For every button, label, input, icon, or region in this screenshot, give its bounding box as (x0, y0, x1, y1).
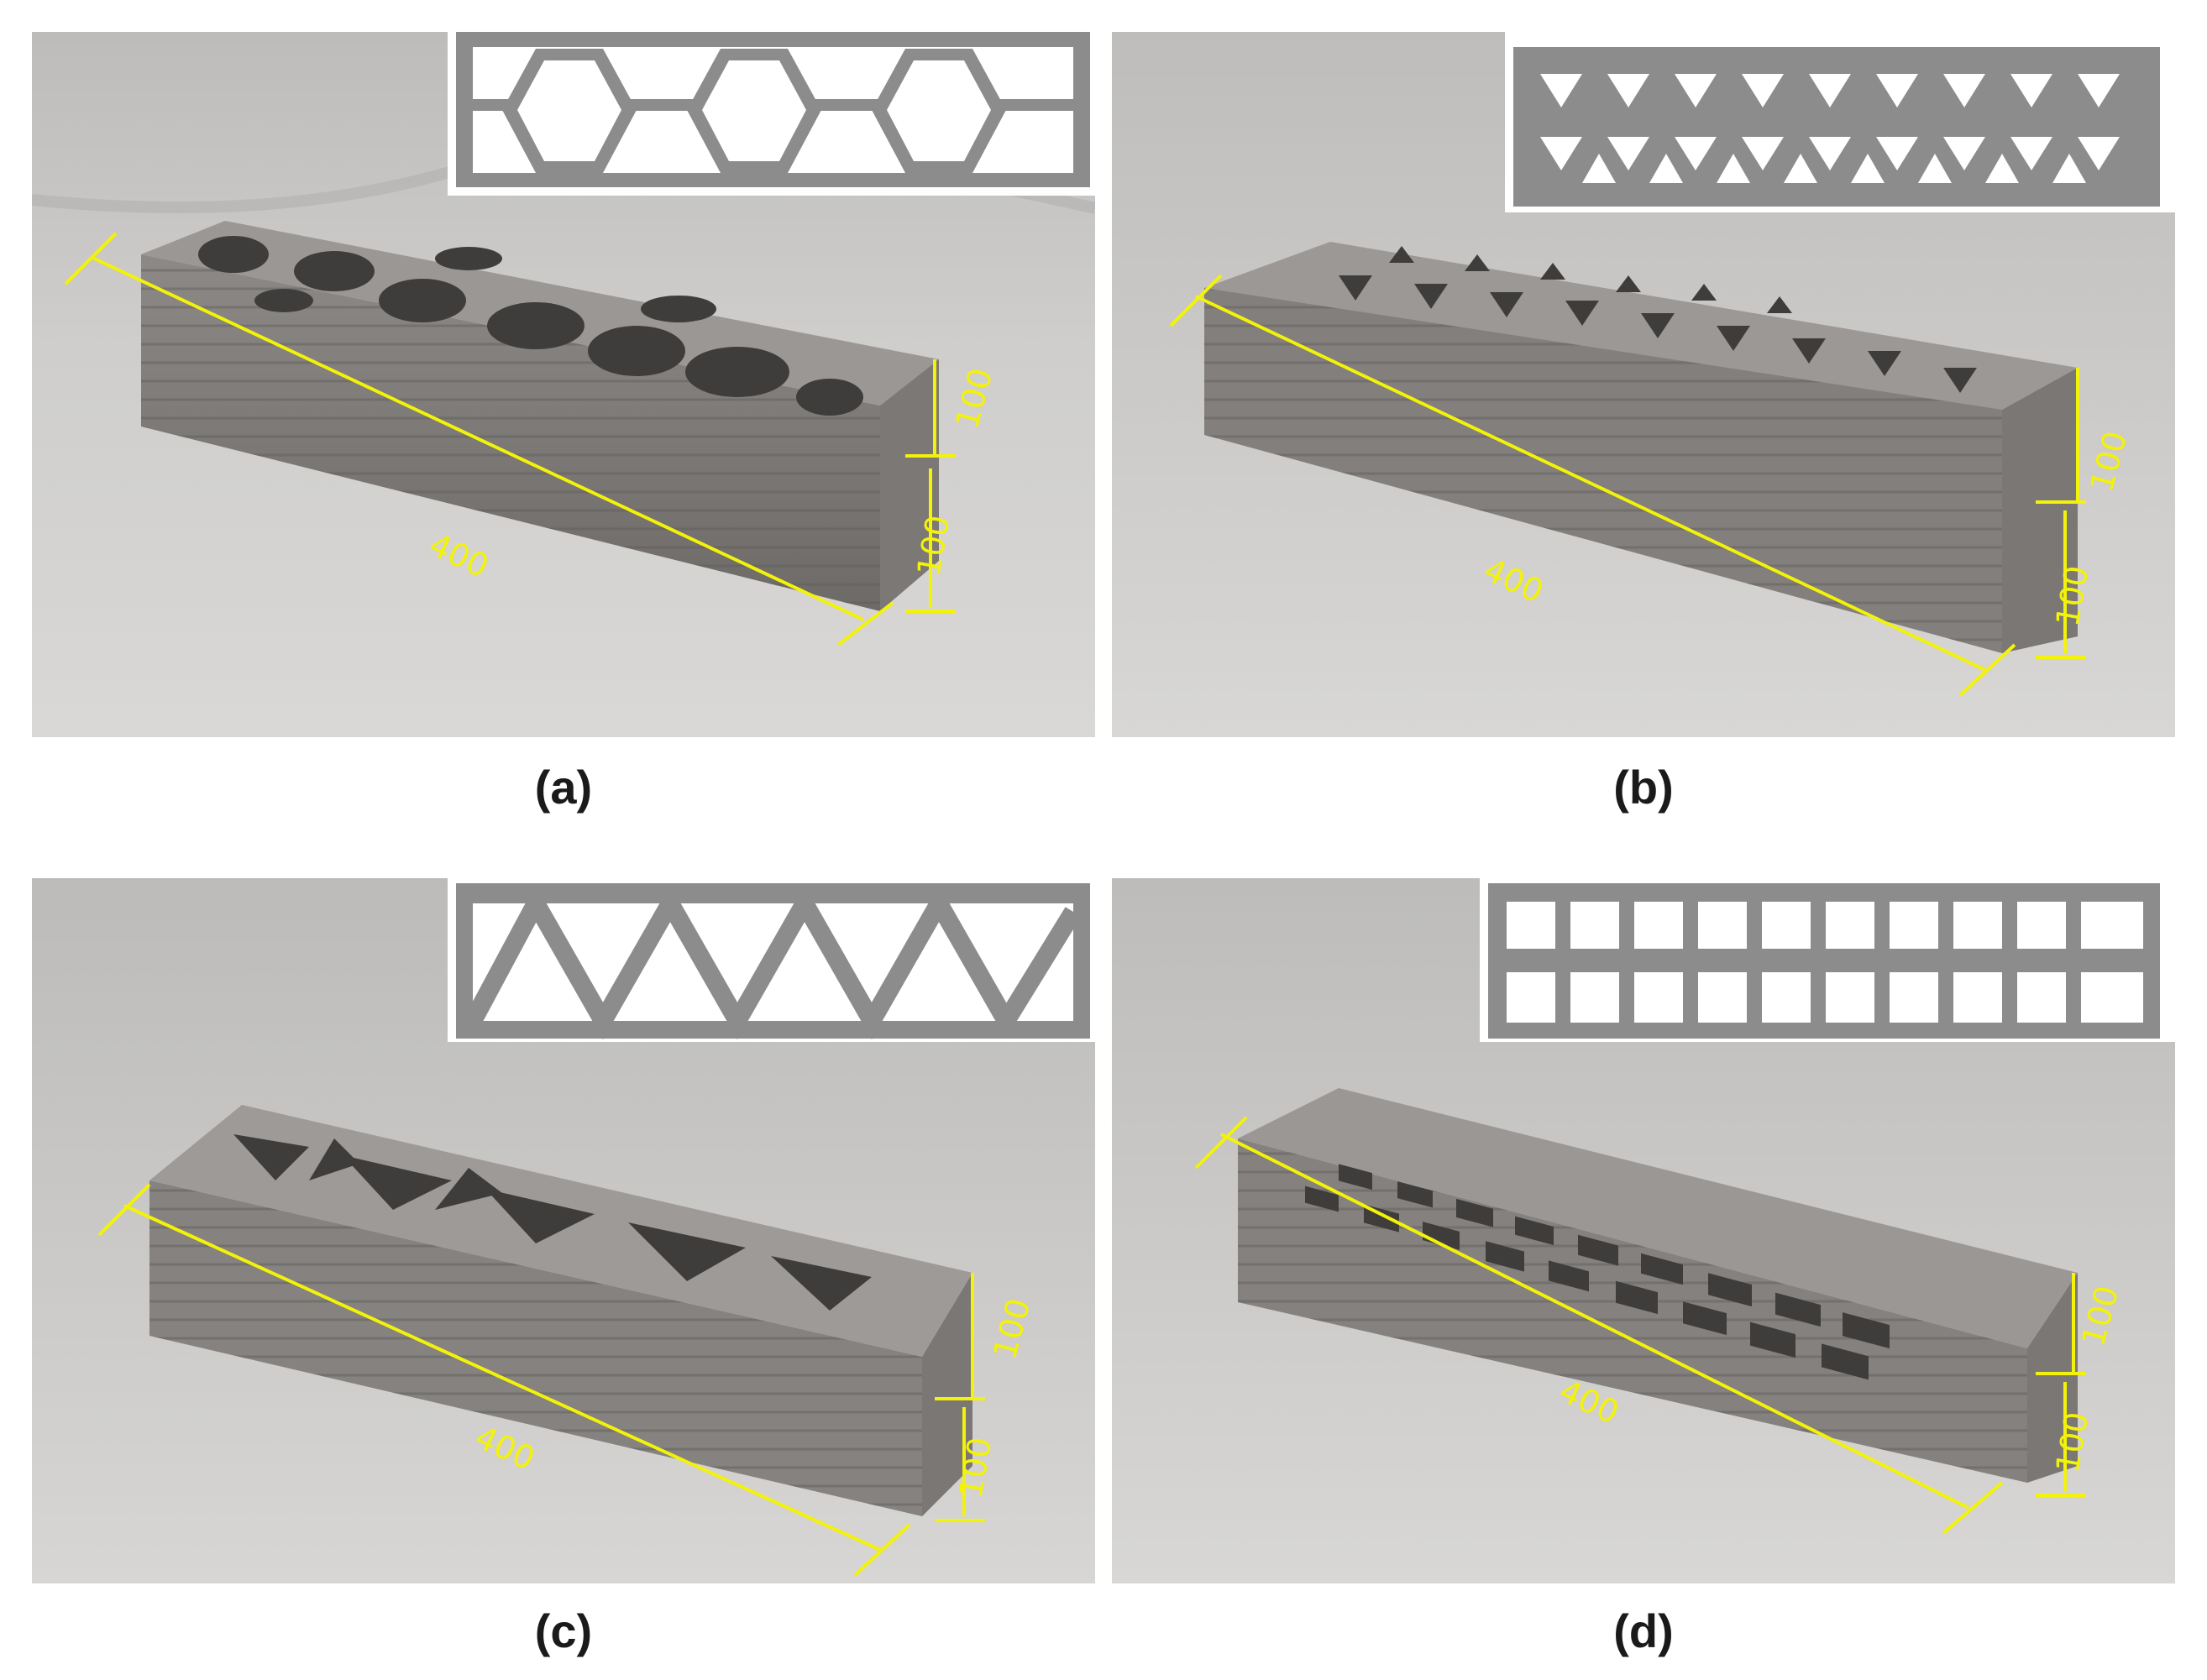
inset-a (448, 32, 1095, 196)
length-dimension-line (123, 1204, 881, 1552)
inset-d (1480, 878, 2175, 1042)
hexagon-cells (198, 236, 863, 416)
triangle-perforations (1339, 246, 1977, 393)
length-dimension-line (1195, 295, 1986, 672)
panel-b: 400 100 100 (1112, 32, 2175, 737)
grid-openings (1305, 1164, 1890, 1380)
caption-c: (c) (534, 1604, 593, 1657)
inset-b (1505, 32, 2175, 212)
photo-a: 400 100 100 (32, 32, 1095, 737)
photo-c: 400 100 100 (32, 878, 1095, 1583)
inset-c (448, 878, 1095, 1042)
photo-d: 400 100 100 (1112, 878, 2175, 1583)
length-dimension-line (1220, 1133, 1969, 1510)
length-dimension-line (90, 255, 864, 621)
panel-d: 400 100 100 (1112, 878, 2175, 1583)
block-top-face (1238, 1088, 2078, 1348)
panel-c: 400 100 100 (32, 878, 1095, 1583)
caption-d: (d) (1613, 1604, 1674, 1657)
caption-a: (a) (534, 761, 593, 814)
truss-openings (233, 1134, 872, 1311)
panel-a: 400 100 100 (32, 32, 1095, 737)
photo-b: 400 100 100 (1112, 32, 2175, 737)
caption-b: (b) (1613, 761, 1674, 814)
